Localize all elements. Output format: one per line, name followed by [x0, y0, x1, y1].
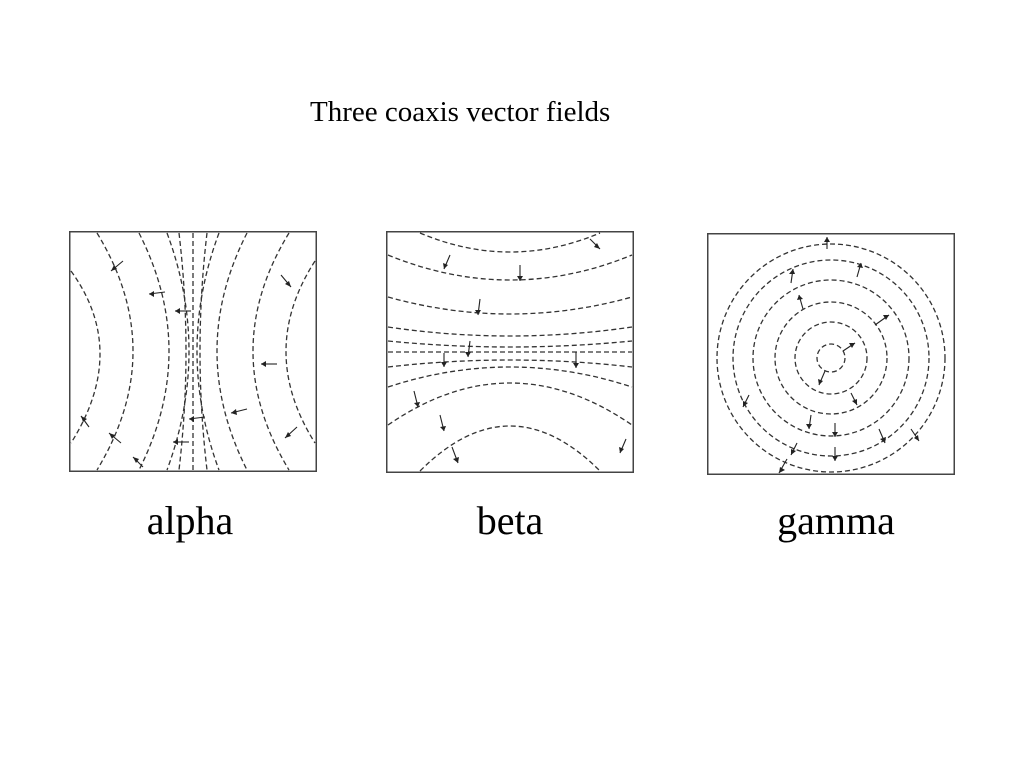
- beta-caption: beta: [476, 498, 544, 543]
- arrow-icon: [824, 237, 830, 249]
- arrow-icon: [441, 353, 447, 367]
- arrow-icon: [789, 268, 795, 284]
- arrow-icon: [188, 416, 206, 422]
- beta-field-line: [387, 366, 633, 388]
- gamma-field-line: [794, 321, 868, 395]
- arrow-icon: [173, 439, 189, 445]
- beta-field-line: [387, 340, 633, 348]
- arrow-icon: [517, 265, 523, 281]
- gamma-field-lines: [716, 243, 946, 473]
- gamma-field-line: [816, 343, 846, 373]
- arrow-icon: [910, 428, 920, 442]
- arrow-icon: [878, 428, 886, 444]
- beta-field-line: [387, 326, 633, 337]
- alpha-field-line: [252, 232, 290, 471]
- beta-field-lines: [387, 232, 633, 472]
- gamma-field-line: [732, 259, 930, 457]
- alpha-field-line: [285, 260, 316, 444]
- arrow-icon: [573, 352, 579, 368]
- alpha-field-line: [196, 232, 220, 471]
- gamma-arrows: [742, 237, 920, 474]
- arrow-icon: [284, 426, 298, 439]
- beta-field-line: [419, 425, 601, 472]
- alpha-field-line: [70, 270, 101, 444]
- arrow-icon: [797, 294, 804, 310]
- arrow-icon: [832, 447, 838, 461]
- arrow-icon: [832, 423, 838, 437]
- arrow-icon: [850, 392, 858, 406]
- alpha-frame: [69, 231, 317, 472]
- beta-field-svg: [386, 231, 634, 473]
- arrow-icon: [148, 291, 166, 297]
- arrow-icon: [132, 456, 144, 468]
- alpha-field-line: [96, 232, 134, 471]
- arrow-icon: [413, 390, 420, 408]
- slide-title: Three coaxis vector fields: [310, 96, 611, 128]
- arrow-icon: [230, 408, 248, 415]
- alpha-arrows: [80, 260, 298, 468]
- arrow-icon: [465, 340, 471, 358]
- arrow-icon: [790, 442, 798, 456]
- beta-field-line: [387, 359, 633, 368]
- arrow-icon: [842, 342, 856, 352]
- arrow-icon: [110, 260, 124, 272]
- arrow-icon: [280, 274, 292, 288]
- arrow-icon: [451, 446, 459, 464]
- beta-field-diagram: [386, 231, 634, 473]
- gamma-frame: [707, 233, 955, 475]
- arrow-icon: [874, 314, 890, 326]
- arrow-icon: [475, 298, 481, 316]
- arrow-icon: [742, 394, 750, 408]
- gamma-caption: gamma: [777, 498, 895, 543]
- arrow-icon: [80, 415, 90, 428]
- arrow-icon: [261, 361, 277, 367]
- arrow-icon: [806, 414, 812, 430]
- alpha-field-line: [216, 232, 248, 471]
- arrow-icon: [778, 458, 788, 474]
- gamma-field-line: [774, 301, 888, 415]
- gamma-field-line: [752, 279, 910, 437]
- arrow-icon: [443, 254, 451, 270]
- arrow-icon: [439, 414, 446, 432]
- arrow-icon: [818, 370, 826, 386]
- beta-field-line: [387, 296, 633, 315]
- alpha-field-svg: [69, 231, 317, 472]
- beta-field-line: [387, 254, 633, 281]
- beta-field-line: [387, 382, 633, 426]
- gamma-field-svg: [707, 233, 955, 475]
- alpha-field-diagram: [69, 231, 317, 472]
- beta-arrows: [413, 238, 627, 464]
- beta-field-line: [419, 232, 601, 253]
- gamma-field-diagram: [707, 233, 955, 475]
- alpha-field-line: [138, 232, 170, 471]
- gamma-field-line: [716, 243, 946, 473]
- arrow-icon: [175, 308, 191, 314]
- arrow-icon: [856, 262, 863, 278]
- arrow-icon: [108, 432, 122, 444]
- alpha-caption: alpha: [146, 498, 234, 543]
- arrow-icon: [619, 438, 627, 454]
- arrow-icon: [589, 238, 601, 250]
